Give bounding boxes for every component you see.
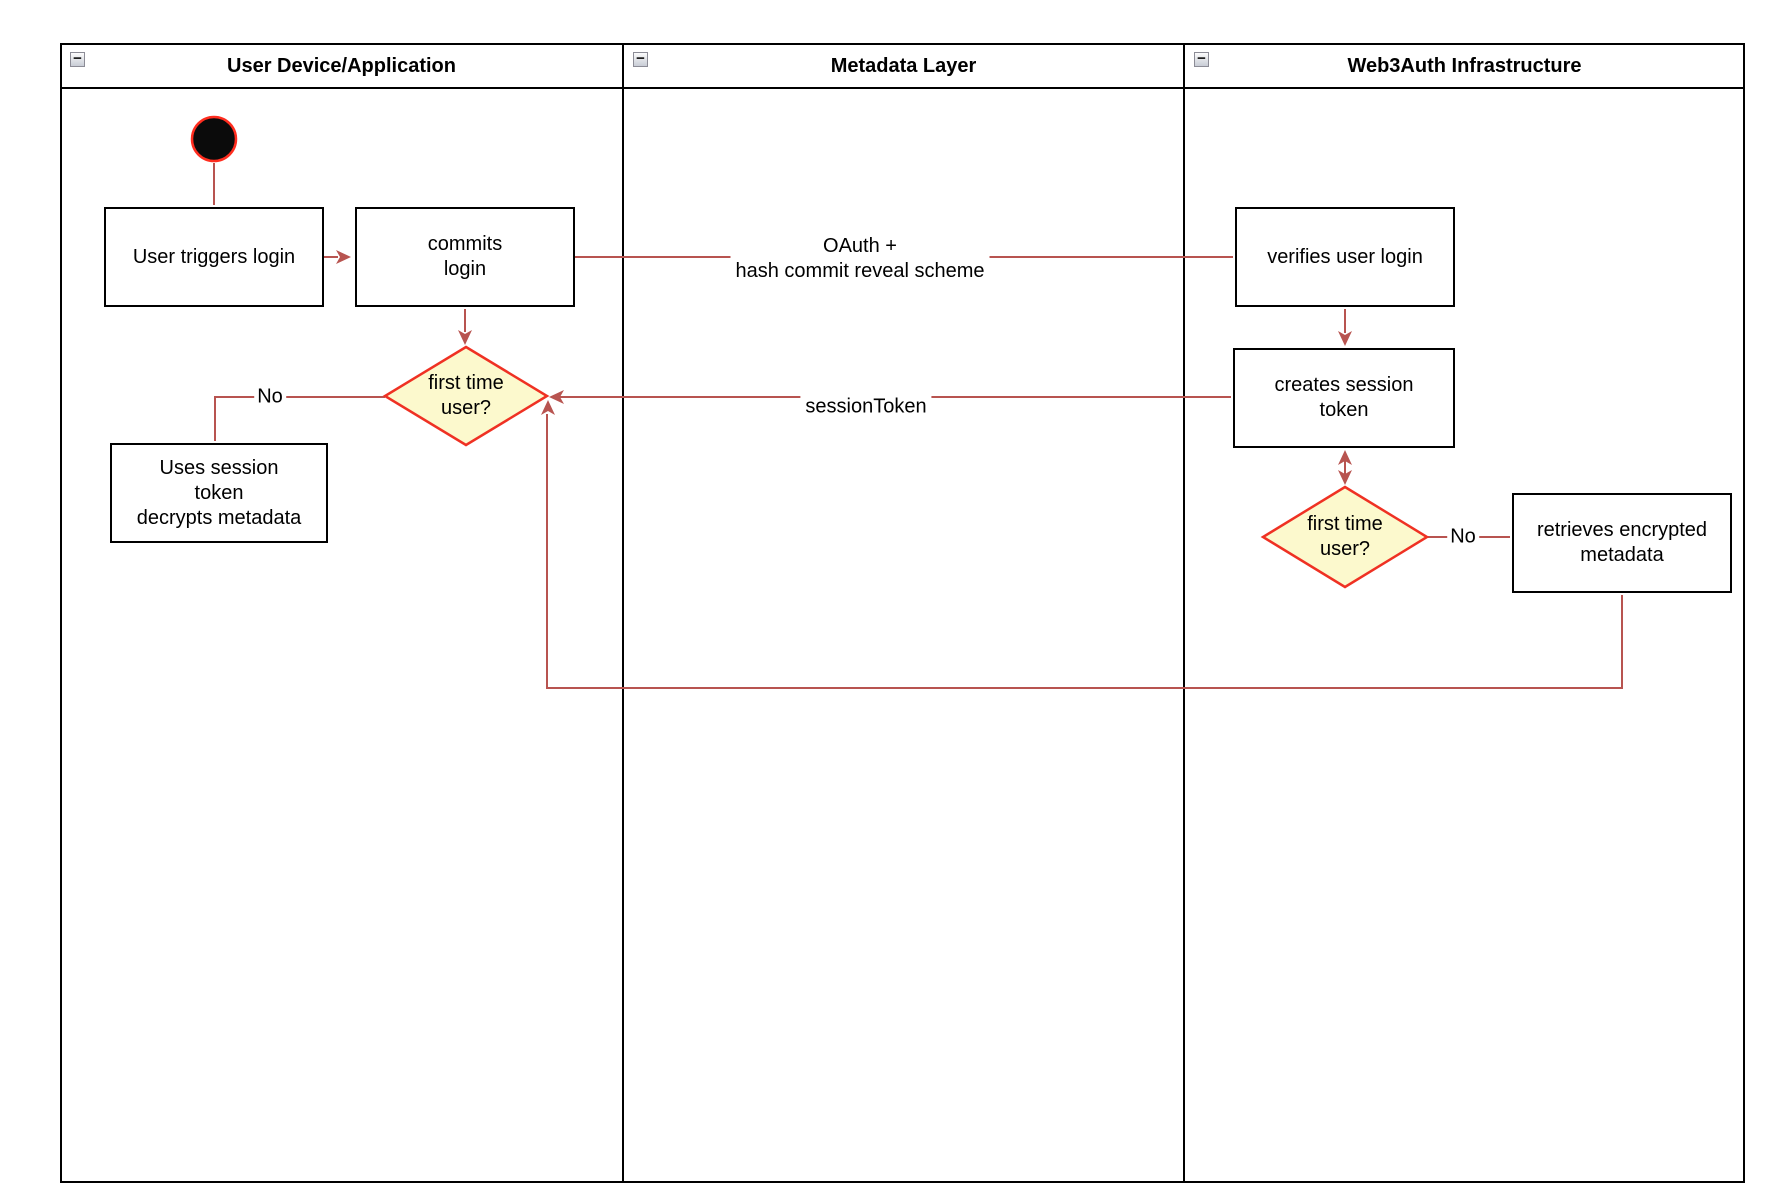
lane-title-user-device: User Device/Application	[227, 54, 456, 77]
lane-header-separator	[60, 87, 1745, 89]
arrowhead-left	[549, 390, 564, 404]
collapse-lane-icon[interactable]: −	[633, 51, 648, 67]
edge-retrieve-return	[546, 414, 1623, 689]
node-uses-session-token[interactable]: Uses session token decrypts metadata	[110, 443, 328, 543]
lane-title-web3auth: Web3Auth Infrastructure	[1347, 54, 1582, 77]
pool-frame	[60, 43, 1745, 1183]
node-creates-session-token[interactable]: creates session token	[1233, 348, 1455, 448]
decision-label-first-time-user-device: first time user?	[428, 372, 504, 419]
node-verifies-user-login[interactable]: verifies user login	[1235, 207, 1455, 307]
decision-first-time-user-device[interactable]	[382, 345, 550, 447]
start-node[interactable]	[190, 115, 238, 163]
arrowhead-down	[458, 330, 472, 345]
edge-label-no-device: No	[254, 384, 286, 410]
edge-label-session-token: sessionToken	[800, 394, 932, 420]
arrowhead-right	[336, 250, 351, 264]
decision-first-time-user-web3auth[interactable]	[1260, 485, 1430, 589]
edge-label-no-web3auth: No	[1447, 524, 1479, 550]
lane-title-metadata-layer: Metadata Layer	[830, 54, 977, 77]
arrowhead-up	[541, 400, 555, 415]
collapse-lane-icon[interactable]: −	[70, 51, 85, 67]
collapse-lane-icon[interactable]: −	[1194, 51, 1209, 67]
arrowhead-up	[1338, 450, 1352, 465]
lane-separator-1	[622, 43, 624, 1183]
node-commits-login[interactable]: commits login	[355, 207, 575, 307]
edge-label-oauth: OAuth + hash commit reveal scheme	[730, 234, 990, 284]
edge-decision-no-to-uses-session	[214, 396, 385, 441]
node-retrieves-encrypted-metadata[interactable]: retrieves encrypted metadata	[1512, 493, 1732, 593]
arrowhead-down	[1338, 331, 1352, 346]
decision-label-first-time-user-web3auth: first time user?	[1307, 513, 1383, 560]
lane-separator-2	[1183, 43, 1185, 1183]
node-user-triggers-login[interactable]: User triggers login	[104, 207, 324, 307]
arrowhead-down	[1338, 470, 1352, 485]
